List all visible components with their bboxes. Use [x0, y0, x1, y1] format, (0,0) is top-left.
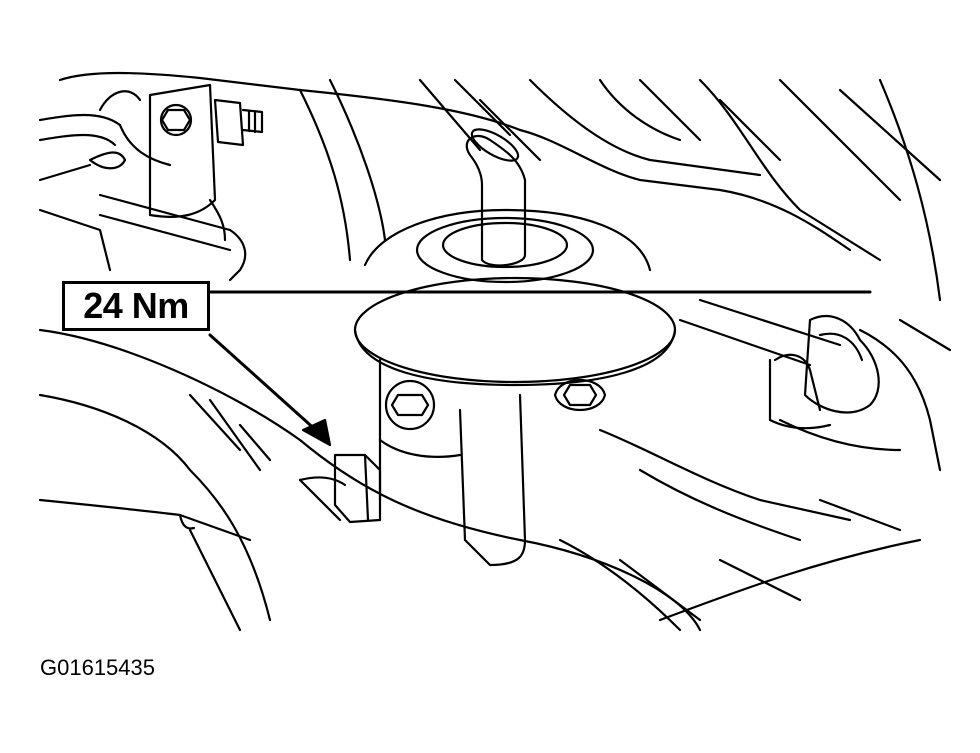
figure-id-text: G01615435 [40, 655, 155, 680]
foreground-sweep [38, 328, 702, 632]
upper-left-bracket [38, 83, 264, 282]
right-connector [678, 298, 880, 430]
arrowhead-icon [208, 333, 332, 447]
regulator-body [353, 128, 677, 567]
torque-callout-label: 24 Nm [62, 281, 210, 331]
background-structure [58, 71, 952, 632]
